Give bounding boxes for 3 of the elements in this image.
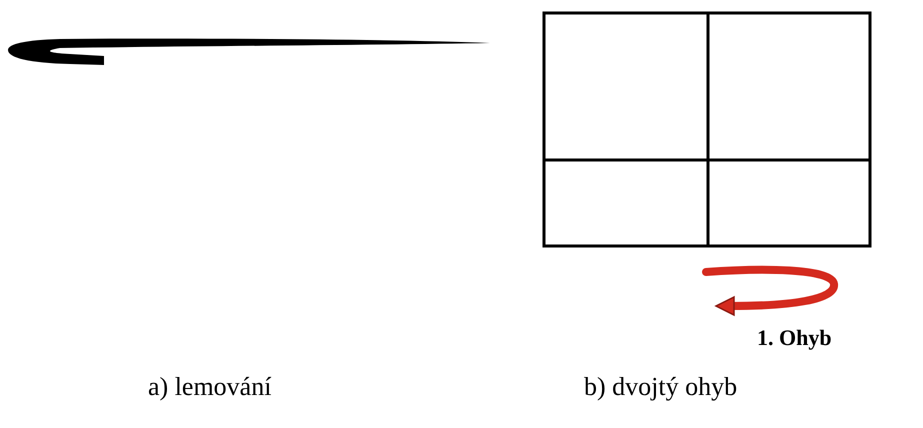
- figure-caption: a) lemování: [148, 373, 272, 402]
- figure-caption: b) dvojtý ohyb: [584, 373, 738, 402]
- bend-label: 1. Ohyb: [757, 326, 832, 350]
